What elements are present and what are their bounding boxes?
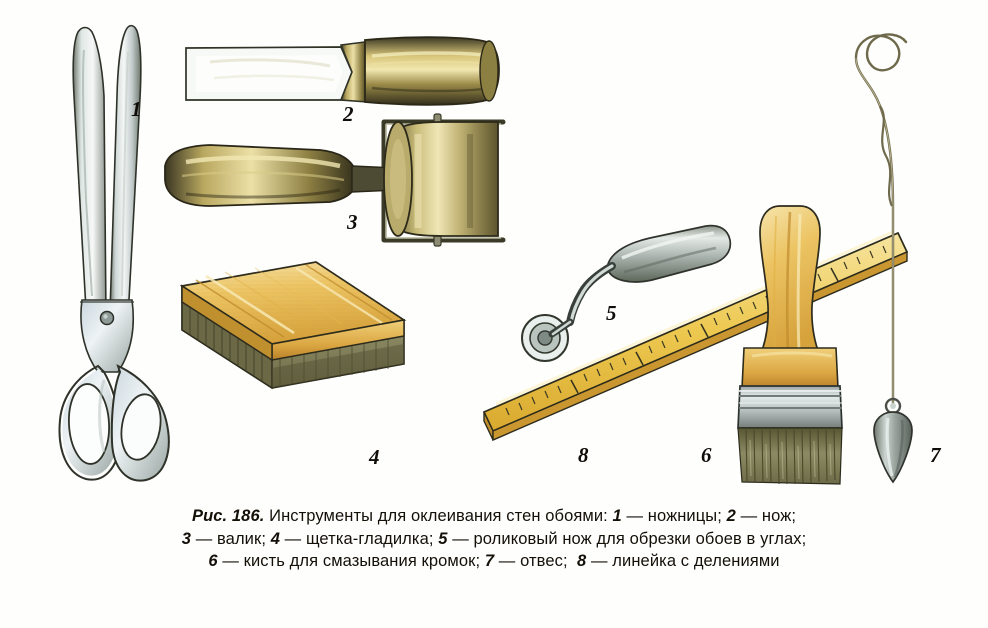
caption-name-1: ножницы [647, 507, 718, 525]
callout-number-1: 1 [131, 97, 142, 121]
caption-ref-6: 6 [208, 552, 218, 570]
caption-line-2: 3 — валик; 4 — щетка-гладилка; 5 — ролик… [0, 528, 988, 551]
tool-corner-roller-cutter [521, 224, 732, 362]
caption-sep-2: ; [791, 507, 797, 525]
caption-sep-5: ; [801, 529, 807, 548]
caption-sep-4: ; [428, 529, 439, 548]
caption-ref-1: 1 [612, 507, 622, 525]
caption-sep-1: ; [717, 507, 727, 525]
caption-dash-2: — [735, 507, 762, 525]
caption-ref-8: 8 [577, 552, 587, 570]
caption-dash-5: — [447, 529, 474, 548]
caption-dash-3: — [191, 529, 217, 548]
caption-name-8: линейка с делениями [612, 552, 780, 570]
callout-number-3: 3 [347, 210, 358, 234]
callout-number-5: 5 [606, 301, 617, 325]
tool-smoothing-brush [179, 261, 407, 390]
tool-edge-paste-brush [737, 205, 843, 485]
caption-name-7: отвес [520, 552, 563, 570]
caption-dash-4: — [279, 529, 306, 548]
caption-name-6: кисть для смазывания кромок [243, 552, 476, 570]
callout-number-7: 7 [930, 443, 941, 467]
caption-name-3: валик [216, 529, 262, 548]
caption-ref-5: 5 [438, 529, 448, 548]
caption-sep-7: ; [562, 552, 578, 570]
caption-sep-3: ; [261, 529, 271, 548]
callout-number-2: 2 [343, 102, 354, 126]
caption-ref-3: 3 [181, 529, 192, 548]
figure-caption: Рис. 186. Инструменты для оклеивания сте… [0, 505, 988, 573]
caption-name-5: роликовый нож для обрезки обоев в углах [473, 529, 802, 548]
caption-ref-7: 7 [484, 552, 495, 570]
tool-knife [185, 36, 500, 106]
caption-dash-8: — [586, 552, 613, 570]
callout-number-8: 8 [578, 443, 589, 467]
tools-illustration [58, 24, 913, 485]
caption-dash-6: — [217, 552, 244, 570]
tool-plumb-bob [854, 33, 913, 484]
caption-line-3: 6 — кисть для смазывания кромок; 7 — отв… [0, 550, 988, 573]
caption-ref-4: 4 [270, 529, 280, 548]
caption-dash-7: — [494, 552, 521, 570]
figure-number: Рис. 186. [191, 507, 265, 525]
caption-intro: Инструменты для оклеивания стен обоями: [269, 507, 608, 525]
caption-name-4: щетка-гладилка [305, 529, 429, 548]
caption-sep-6: ; [475, 552, 485, 570]
callout-number-4: 4 [369, 445, 380, 469]
callout-number-6: 6 [701, 443, 712, 467]
tool-seam-roller [164, 113, 506, 247]
tool-scissors [58, 24, 170, 482]
caption-line-1: Рис. 186. Инструменты для оклеивания сте… [0, 505, 988, 528]
caption-dash-1: — [621, 507, 648, 525]
caption-name-2: нож [761, 507, 792, 525]
caption-ref-2: 2 [726, 507, 736, 525]
